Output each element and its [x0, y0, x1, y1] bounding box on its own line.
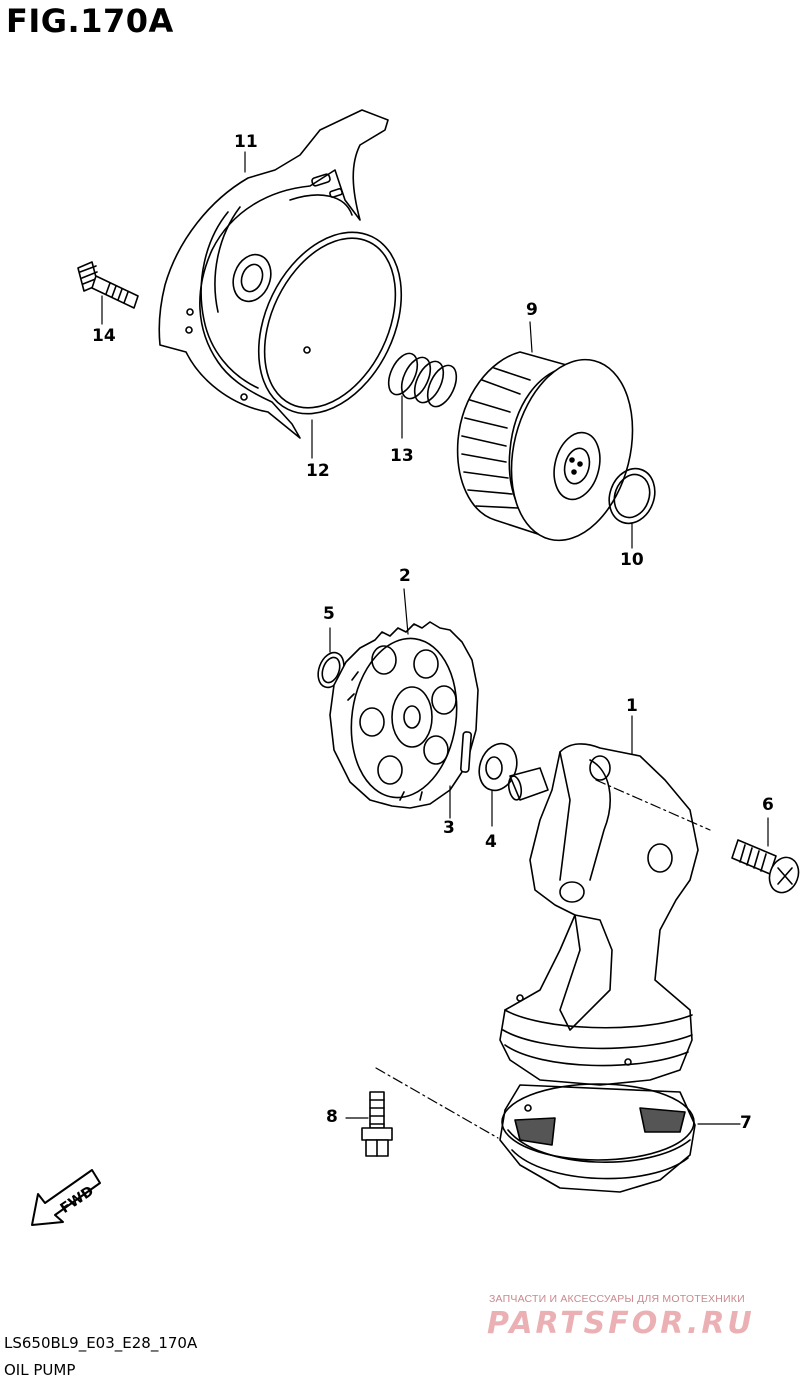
callout-10: 10 — [620, 550, 644, 570]
oil-pump-assembly — [499, 743, 699, 1193]
strainer-bolt — [361, 1091, 393, 1157]
callout-13: 13 — [390, 446, 414, 466]
callout-7: 7 — [740, 1113, 752, 1133]
figure-name: OIL PUMP — [4, 1361, 76, 1379]
callout-9: 9 — [526, 300, 538, 320]
filter-o-ring — [608, 467, 656, 525]
oil-filter-cover — [158, 109, 389, 439]
callout-1: 1 — [626, 696, 638, 716]
oil-filter-element — [456, 351, 634, 542]
callout-14: 14 — [92, 326, 116, 346]
callout-6: 6 — [762, 795, 774, 815]
callout-4: 4 — [485, 832, 497, 852]
callout-8: 8 — [326, 1107, 338, 1127]
callout-11: 11 — [234, 132, 258, 152]
figure-code: LS650BL9_E03_E28_170A — [4, 1334, 198, 1352]
callout-12: 12 — [306, 461, 330, 481]
pump-mounting-bolt — [731, 839, 800, 894]
fwd-arrow-icon — [31, 1169, 101, 1226]
callout-3: 3 — [443, 818, 455, 838]
figure-title: FIG.170A — [6, 2, 174, 40]
callout-2: 2 — [399, 566, 411, 586]
thrust-washer — [478, 742, 518, 792]
leader-lines — [101, 151, 769, 1139]
watermark-tagline: ЗАПЧАСТИ И АКСЕССУАРЫ ДЛЯ МОТОТЕХНИКИ — [489, 1293, 745, 1305]
callout-5: 5 — [323, 604, 335, 624]
gear-pin — [460, 731, 472, 773]
cover-bolt — [77, 261, 139, 309]
filter-spring — [387, 352, 458, 408]
oil-pump-driven-gear — [329, 621, 479, 809]
watermark-logo: PARTSFOR.RU — [487, 1306, 755, 1341]
cover-o-ring — [257, 231, 403, 415]
